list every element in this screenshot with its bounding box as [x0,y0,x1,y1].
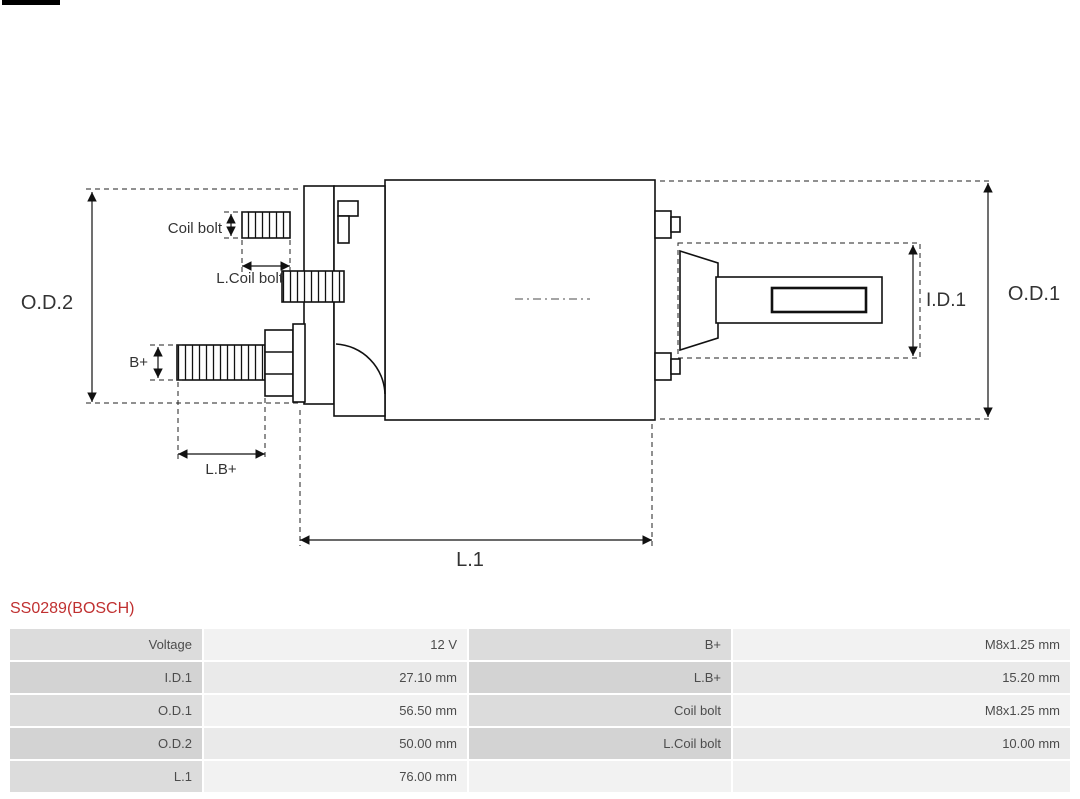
spec-value: 15.20 mm [733,662,1070,693]
spec-label: I.D.1 [10,662,202,693]
spec-value: 12 V [204,629,467,660]
spec-value: 27.10 mm [204,662,467,693]
spec-value: M8x1.25 mm [733,629,1070,660]
spec-label: L.B+ [469,662,731,693]
label-b-plus: B+ [129,354,148,371]
label-od1: O.D.1 [1008,283,1060,305]
spec-label: Voltage [10,629,202,660]
spec-label: B+ [469,629,731,660]
label-lb-plus: L.B+ [205,461,237,478]
spec-value: 76.00 mm [204,761,467,792]
solenoid-drawing: O.D.2 O.D.1 I.D.1 Coil bolt L.Coil bolt … [21,179,1060,571]
spec-label: L.Coil bolt [469,728,731,759]
dimension-extensions [86,180,992,546]
label-id1: I.D.1 [926,290,966,311]
spec-table: Voltage 12 V B+ M8x1.25 mm I.D.1 27.10 m… [10,629,1070,792]
spec-value: M8x1.25 mm [733,695,1070,726]
spec-value: 56.50 mm [204,695,467,726]
label-coil-bolt: Coil bolt [168,220,223,237]
dimension-lines [87,183,993,545]
label-od2: O.D.2 [21,292,73,314]
part-number-title: SS0289(BOSCH) [10,600,135,617]
label-l1: L.1 [456,549,484,571]
spec-value: 10.00 mm [733,728,1070,759]
spec-label: Coil bolt [469,695,731,726]
spec-label: O.D.1 [10,695,202,726]
spec-label-empty [469,761,731,792]
spec-label: O.D.2 [10,728,202,759]
spec-value-empty [733,761,1070,792]
solenoid-diagram: O.D.2 O.D.1 I.D.1 Coil bolt L.Coil bolt … [21,179,1060,571]
label-lcoil-bolt: L.Coil bolt [216,270,284,287]
logo-mark [2,0,60,5]
solenoid-body [176,179,883,421]
spec-label: L.1 [10,761,202,792]
spec-value: 50.00 mm [204,728,467,759]
